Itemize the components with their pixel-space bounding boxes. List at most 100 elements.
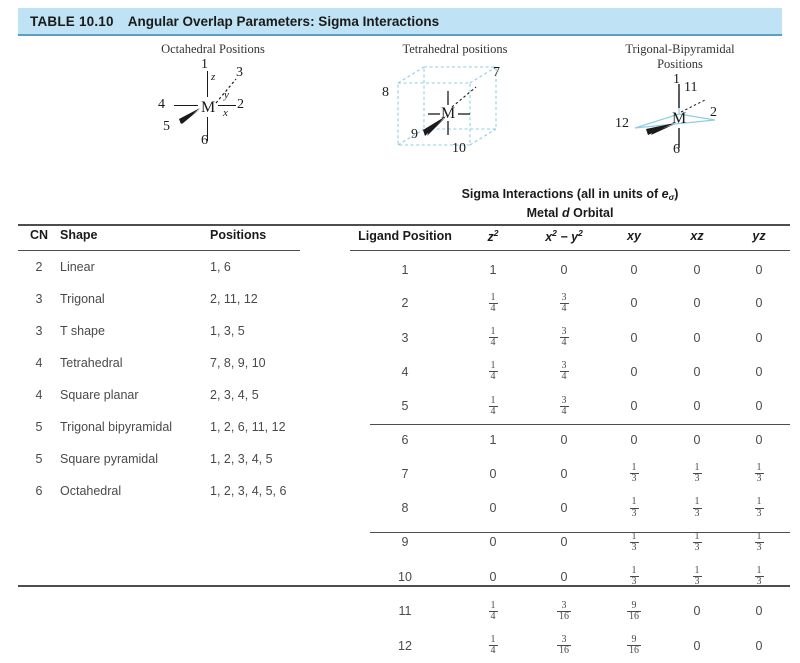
ligand-position-cell: 9 <box>401 535 409 550</box>
numeric-value: 0 <box>755 433 763 447</box>
orbital-value-xy: 0 <box>602 320 666 354</box>
ligand-position-cell: 5 <box>401 399 409 414</box>
tetrahedral-center-atom: M <box>441 105 456 122</box>
numeric-value: 0 <box>755 296 763 311</box>
ligand-position-cell: 11 <box>398 604 412 619</box>
axis-label-z: z <box>211 71 216 83</box>
orbital-value-z2: 0 <box>460 491 526 525</box>
orbital-value-z2: 0 <box>460 457 526 491</box>
orbital-value-yz: 0 <box>728 286 790 320</box>
orbital-value-z2: 1 <box>460 253 526 286</box>
figure-tbp-caption-line2: Positions <box>657 57 703 71</box>
numeric-value: 0 <box>693 604 701 619</box>
column-header-xz: xz <box>690 229 704 243</box>
shape-row-name: T shape <box>60 324 105 338</box>
orbital-value-xy: 0 <box>602 389 666 423</box>
octahedral-center-atom: M <box>201 99 216 116</box>
table-title: Angular Overlap Parameters: Sigma Intera… <box>127 13 440 29</box>
numeric-value: 0 <box>560 433 568 447</box>
numeric-value: 0 <box>693 296 701 311</box>
orbital-value-z2: 0 <box>460 525 526 559</box>
section-rule-after-position-10 <box>370 532 790 534</box>
tbp-frame <box>634 84 716 148</box>
orbital-value-xz: 0 <box>666 628 728 662</box>
ligand-position-cell: 4 <box>401 364 409 379</box>
orbital-value-z2: 1 <box>460 424 526 457</box>
orbital-value-x2-y2: 0 <box>526 491 602 525</box>
axis-label-x: x <box>223 107 228 119</box>
tetrahedral-position-8: 8 <box>382 85 389 100</box>
orbital-value-xy: 0 <box>602 253 666 286</box>
minus-sign: − <box>556 230 572 244</box>
column-header-ligand-position: Ligand Position <box>358 229 452 243</box>
orbital-value-xz: 0 <box>666 320 728 354</box>
sigma-interactions-heading: Sigma Interactions (all in units of eσ) … <box>350 186 790 221</box>
numeric-value: 0 <box>693 638 701 653</box>
orbital-value-xz: 0 <box>666 424 728 457</box>
shape-row-positions: 7, 8, 9, 10 <box>210 356 266 370</box>
tbp-position-1: 1 <box>673 72 680 87</box>
z2-exponent: 2 <box>493 228 499 238</box>
right-header-rule <box>350 250 790 252</box>
axis-label-y: y <box>224 89 229 101</box>
shape-row-positions: 1, 2, 6, 11, 12 <box>210 420 286 434</box>
orbital-value-xz: 0 <box>666 253 728 286</box>
octahedral-dashed-bond-3 <box>215 78 237 104</box>
table-bottom-rule <box>18 585 790 587</box>
left-header-rule <box>18 250 300 252</box>
numeric-value: 0 <box>489 535 497 550</box>
ligand-position-cell: 3 <box>401 330 409 345</box>
x2-base: x <box>545 230 553 244</box>
tbp-position-11: 11 <box>684 80 698 95</box>
sigma-heading-line1-pre: Sigma Interactions (all in units of <box>461 187 662 201</box>
orbital-value-x2-y2: 0 <box>526 525 602 559</box>
shape-row-name: Square planar <box>60 388 139 402</box>
orbital-value-yz: 0 <box>728 253 790 286</box>
octahedral-position-1: 1 <box>201 57 208 72</box>
ligand-position-cell: 2 <box>401 296 409 311</box>
orbital-value-xz: 0 <box>666 389 728 423</box>
octahedral-position-2: 2 <box>237 97 244 112</box>
shape-row-cn: 6 <box>35 484 43 498</box>
numeric-value: 0 <box>630 433 638 447</box>
shapes-table-header-row: CN Shape Positions <box>18 228 318 251</box>
ligand-position-cell: 1 <box>401 262 409 277</box>
orbital-value-xy: 0 <box>602 424 666 457</box>
column-header-z2: z2 <box>460 228 526 253</box>
shape-row-positions: 1, 3, 5 <box>210 324 245 338</box>
numeric-value: 0 <box>630 399 638 414</box>
y2-exponent: 2 <box>578 228 583 238</box>
trigonal-bipyramidal-diagram: M 1 11 2 12 6 <box>605 72 755 162</box>
shape-row-positions: 1, 2, 3, 4, 5, 6 <box>210 484 287 498</box>
orbital-value-xy: 0 <box>602 286 666 320</box>
orbital-value-yz: 0 <box>728 320 790 354</box>
sigma-heading-line1: Sigma Interactions (all in units of eσ) <box>350 186 790 205</box>
